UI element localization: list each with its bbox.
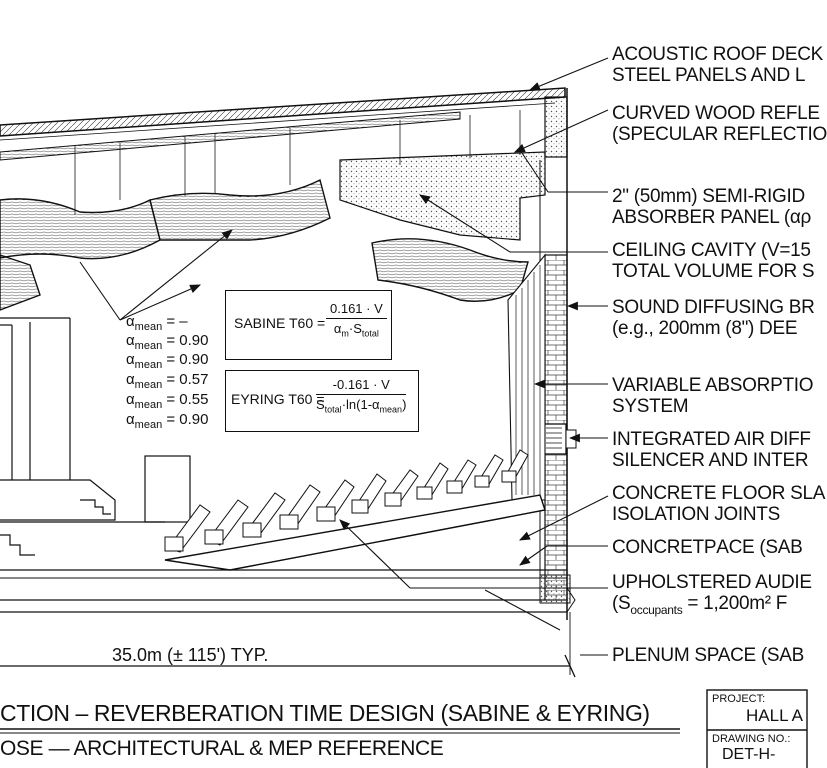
title-rules (0, 728, 680, 734)
alpha-mean-row: αmean = 0.90 (126, 351, 209, 371)
section-drawing (0, 57, 808, 768)
eyring-fraction: -0.161 · V Stotal·ln(1-αmean) (316, 377, 407, 415)
callout-line: VARIABLE ABSORPTIO (612, 375, 814, 396)
sabine-numerator: 0.161 · V (326, 301, 387, 319)
callout-upholstered-seating: UPHOLSTERED AUDIE (Soccupants = 1,200m² … (612, 572, 812, 621)
eyring-denominator: Stotal·ln(1-αmean) (316, 397, 407, 415)
callout-line: CEILING CAVITY (V=15 (612, 240, 811, 261)
callout-line: INTEGRATED AIR DIFF (612, 429, 811, 450)
eyring-label: EYRING T60 = (231, 391, 325, 407)
alpha-mean-row: αmean = 0.90 (126, 411, 209, 431)
sabine-label: SABINE T60 = (234, 315, 326, 331)
drawing-title: CTION – REVERBERATION TIME DESIGN (SABIN… (0, 700, 650, 726)
title-block-frame (706, 689, 808, 768)
alpha-mean-row: αmean = 0.57 (126, 371, 209, 391)
callout-text: = 1,200m² F (682, 593, 788, 614)
callout-line: ABSORBER PANEL (αρ (612, 207, 812, 228)
callout-roof-deck: ACOUSTIC ROOF DECK STEEL PANELS AND L (612, 44, 823, 86)
sabine-denominator: αm·Stotal (333, 321, 379, 339)
callout-line: (Soccupants = 1,200m² F (612, 593, 812, 621)
alpha-mean-row: αmean = 0.90 (126, 332, 209, 352)
drawing-number-value: DET-H- (722, 746, 776, 763)
callout-plenum-space: PLENUM SPACE (SAB (612, 645, 804, 666)
roof-deck (0, 87, 566, 161)
callout-line: PLENUM SPACE (SAB (612, 645, 804, 666)
callout-text: (S (612, 593, 631, 614)
project-value: HALL A (746, 706, 804, 725)
callout-line: CONCRETРACE (SAB (612, 537, 803, 558)
callout-leaders (79, 57, 609, 656)
callout-line: SILENCER AND INTER (612, 450, 809, 471)
callout-line: (e.g., 200mm (8") DEE (612, 318, 798, 339)
callout-variable-absorption: VARIABLE ABSORPTIO SYSTEM (612, 375, 814, 417)
callout-absorber-panel: 2" (50mm) SEMI-RIGID ABSORBER PANEL (αρ (612, 186, 811, 228)
callout-line: CONCRETE FLOOR SLA (612, 483, 826, 504)
callout-line: STEEL PANELS AND L (612, 65, 806, 86)
callout-concrete-slab: CONCRETE FLOOR SLA ISOLATION JOINTS (612, 483, 825, 525)
stage (0, 317, 191, 556)
callout-line: ISOLATION JOINTS (612, 504, 780, 525)
drawing-number-label: DRAWING NO.: (712, 733, 791, 745)
dimension-label: 35.0m (± 115') TYP. (112, 645, 269, 665)
callout-line: TOTAL VOLUME FOR S (612, 261, 815, 282)
eyring-numerator: -0.161 · V (316, 377, 407, 395)
callout-line: SOUND DIFFUSING BR (612, 297, 815, 318)
floor-slab (0, 569, 576, 613)
absorber-panel (339, 151, 546, 241)
audience-seating (164, 449, 546, 571)
drawing-subtitle: OSE — ARCHITECTURAL & MEP REFERENCE (0, 737, 444, 760)
callout-line: 2" (50mm) SEMI-RIGID (612, 186, 805, 207)
callout-line: SYSTEM (612, 396, 689, 417)
alpha-mean-row: αmean = – (126, 313, 188, 333)
callout-curved-reflector: CURVED WOOD REFLE (SPECULAR REFLECTIO (612, 103, 827, 145)
dimension-line (0, 612, 576, 678)
sabine-fraction: 0.161 · V αm·Stotal (326, 301, 387, 339)
callout-line: CURVED WOOD REFLE (612, 103, 820, 124)
callout-line: ACOUSTIC ROOF DECK (612, 44, 824, 65)
callout-subscript: occupants (630, 602, 683, 617)
curved-reflectors (0, 178, 529, 311)
project-label: PROJECT: (712, 693, 766, 705)
alpha-mean-row: αmean = 0.55 (126, 391, 209, 411)
callout-ceiling-cavity: CEILING CAVITY (V=15 TOTAL VOLUME FOR S (612, 240, 815, 282)
callout-line: UPHOLSTERED AUDIE (612, 572, 812, 593)
callout-diffusing-brick: SOUND DIFFUSING BR (e.g., 200mm (8") DEE (612, 297, 815, 339)
callout-concretpace: CONCRETРACE (SAB (612, 537, 803, 558)
callout-line: (SPECULAR REFLECTIO (612, 124, 827, 145)
eyring-formula-box: EYRING T60 = -0.161 · V Stotal·ln(1-αmea… (225, 370, 419, 432)
sabine-formula-box: SABINE T60 = 0.161 · V αm·Stotal (225, 290, 392, 360)
callout-air-diffuser: INTEGRATED AIR DIFF SILENCER AND INTER (612, 429, 811, 471)
